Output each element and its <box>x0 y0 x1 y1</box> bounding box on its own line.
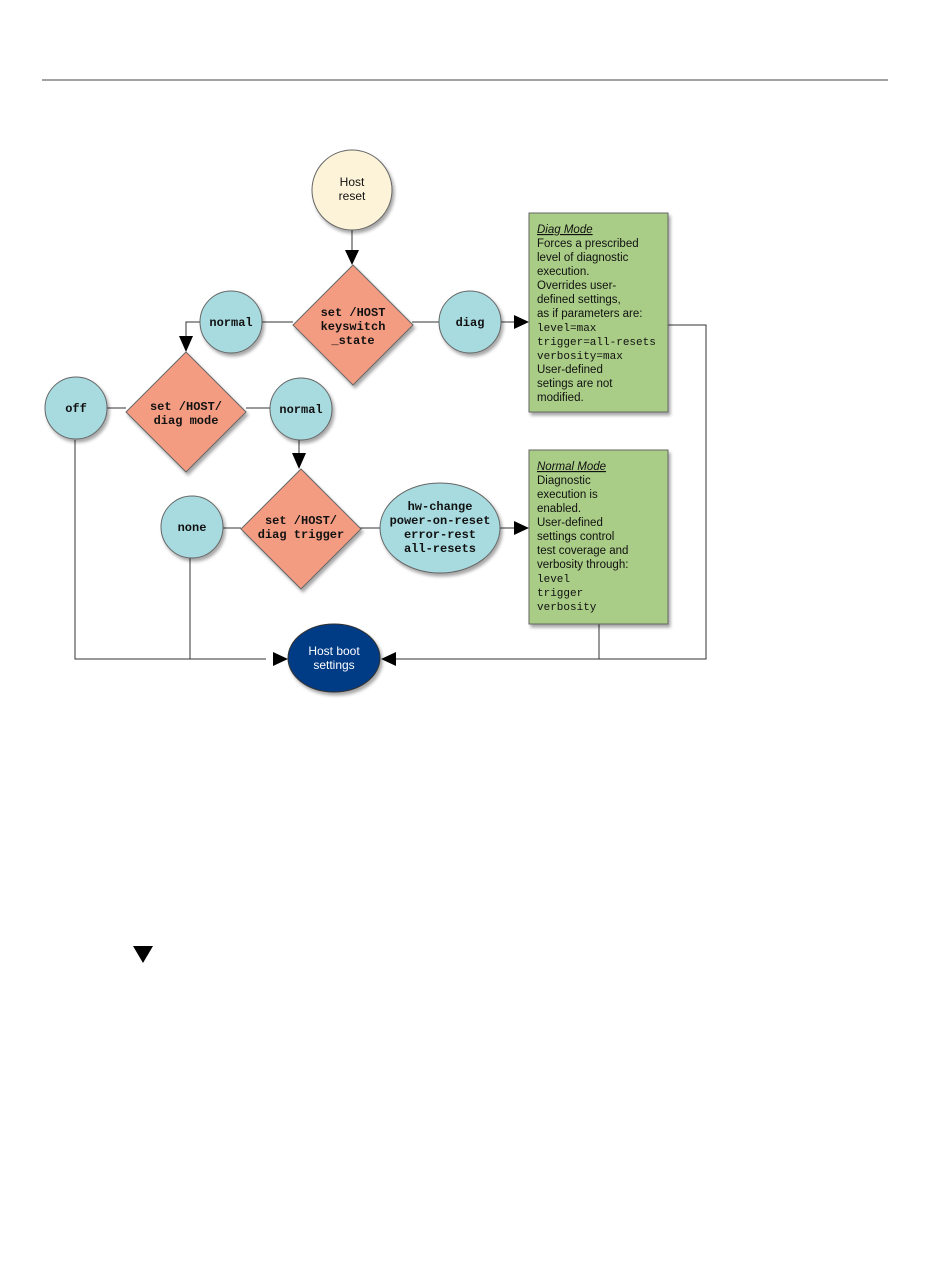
arrow-down-keyswitch <box>345 250 359 265</box>
diag-mode-note-line: level of diagnostic <box>537 252 629 264</box>
trigger-values-ellipse <box>379 482 501 574</box>
connectors <box>74 222 707 660</box>
normal-mode-note-code: trigger <box>537 588 583 600</box>
normal-mode-note-line: User-defined <box>537 517 603 529</box>
trigger-values-label-1: hw-change <box>408 500 473 514</box>
diag-mode-note-line: execution. <box>537 266 589 278</box>
diag-mode-note-line: as if parameters are: <box>537 308 642 320</box>
diag-mode-label-2: diag mode <box>154 414 219 428</box>
keyswitch-diag-option: diag <box>438 290 502 354</box>
normal-mode-note-line: test coverage and <box>537 545 628 557</box>
normal-mode-note-line: verbosity through: <box>537 559 628 571</box>
trigger-none-option: none <box>160 495 224 559</box>
diag-mode-note-box <box>528 212 669 413</box>
diag-mode-note-code: level=max <box>537 323 597 335</box>
diag-mode-note-tail: setings are not <box>537 378 613 390</box>
arrow-down-trigger <box>292 453 306 469</box>
diag-mode-note-tail: User-defined <box>537 364 603 376</box>
mode-normal-label: normal <box>279 403 322 417</box>
normal-mode-note-line: enabled. <box>537 503 581 515</box>
diag-mode-note-code: trigger=all-resets <box>537 337 656 349</box>
diag-mode-note: Diag Mode Forces a prescribed level of d… <box>528 212 669 413</box>
trigger-values-label-4: all-resets <box>404 542 476 556</box>
connector-diagnote-to-boot <box>396 324 707 660</box>
connector-normal-to-diagmode <box>185 321 202 336</box>
trigger-none-circle <box>160 495 224 559</box>
normal-mode-note-code: level <box>537 574 570 586</box>
arrow-right-boot <box>273 652 288 666</box>
keyswitch-normal-label: normal <box>209 316 252 330</box>
diag-trigger-diamond <box>240 468 362 590</box>
trigger-values-option: hw-change power-on-reset error-rest all-… <box>379 482 501 574</box>
diag-mode-label-1: set /HOST/ <box>150 400 222 414</box>
diag-mode-note-line: Forces a prescribed <box>537 238 639 250</box>
connector-off-to-boot <box>74 440 266 660</box>
keyswitch-label-2: keyswitch <box>321 320 386 334</box>
trigger-values-label-3: error-rest <box>404 528 476 542</box>
mode-normal-option: normal <box>269 377 333 441</box>
keyswitch-diag-circle <box>438 290 502 354</box>
normal-mode-note-line: execution is <box>537 489 598 501</box>
mode-off-circle <box>44 376 108 440</box>
normal-mode-note-code: verbosity <box>537 602 597 614</box>
keyswitch-normal-option: normal <box>199 290 263 354</box>
keyswitch-diag-label: diag <box>456 316 485 330</box>
arrowheads <box>179 250 529 666</box>
keyswitch-label-1: set /HOST <box>321 306 386 320</box>
host-boot-label-1: Host boot <box>308 644 360 658</box>
down-triangle-icon <box>133 946 153 963</box>
diag-mode-note-line: Overrides user- <box>537 280 616 292</box>
keyswitch-diamond <box>292 264 414 386</box>
diag-mode-note-code: verbosity=max <box>537 351 623 363</box>
host-reset-circle <box>311 149 393 231</box>
keyswitch-label-3: _state <box>330 334 374 348</box>
keyswitch-normal-circle <box>199 290 263 354</box>
arrow-left-boot <box>381 652 396 666</box>
diag-mode-diamond <box>125 351 247 473</box>
diag-mode-note-title: Diag Mode <box>537 224 593 236</box>
host-boot-ellipse <box>287 623 381 693</box>
arrow-right-normal-note <box>514 521 529 535</box>
diag-mode-note-line: defined settings, <box>537 294 621 306</box>
trigger-values-label-2: power-on-reset <box>390 514 491 528</box>
normal-mode-note-line: Diagnostic <box>537 475 591 487</box>
host-reset-node: Host reset <box>311 149 393 231</box>
normal-mode-note-line: settings control <box>537 531 614 543</box>
host-reset-label-1: Host <box>340 175 365 189</box>
diag-trigger-label-2: diag trigger <box>258 528 344 542</box>
arrow-down-diagmode <box>179 336 193 352</box>
host-boot-node: Host boot settings <box>287 623 381 693</box>
diag-trigger-decision: set /HOST/ diag trigger <box>240 468 362 590</box>
host-boot-label-2: settings <box>313 658 354 672</box>
mode-off-label: off <box>65 402 87 416</box>
diag-trigger-label-1: set /HOST/ <box>265 514 337 528</box>
diag-mode-note-tail: modified. <box>537 392 584 404</box>
diag-mode-decision: set /HOST/ diag mode <box>125 351 247 473</box>
mode-off-option: off <box>44 376 108 440</box>
arrow-right-diag-note <box>514 315 529 329</box>
keyswitch-decision: set /HOST keyswitch _state <box>292 264 414 386</box>
normal-mode-note-box <box>528 449 669 625</box>
host-reset-label-2: reset <box>339 189 366 203</box>
mode-normal-circle <box>269 377 333 441</box>
trigger-none-label: none <box>178 521 207 535</box>
normal-mode-note: Normal Mode Diagnostic execution is enab… <box>528 449 669 625</box>
normal-mode-note-title: Normal Mode <box>537 461 606 473</box>
